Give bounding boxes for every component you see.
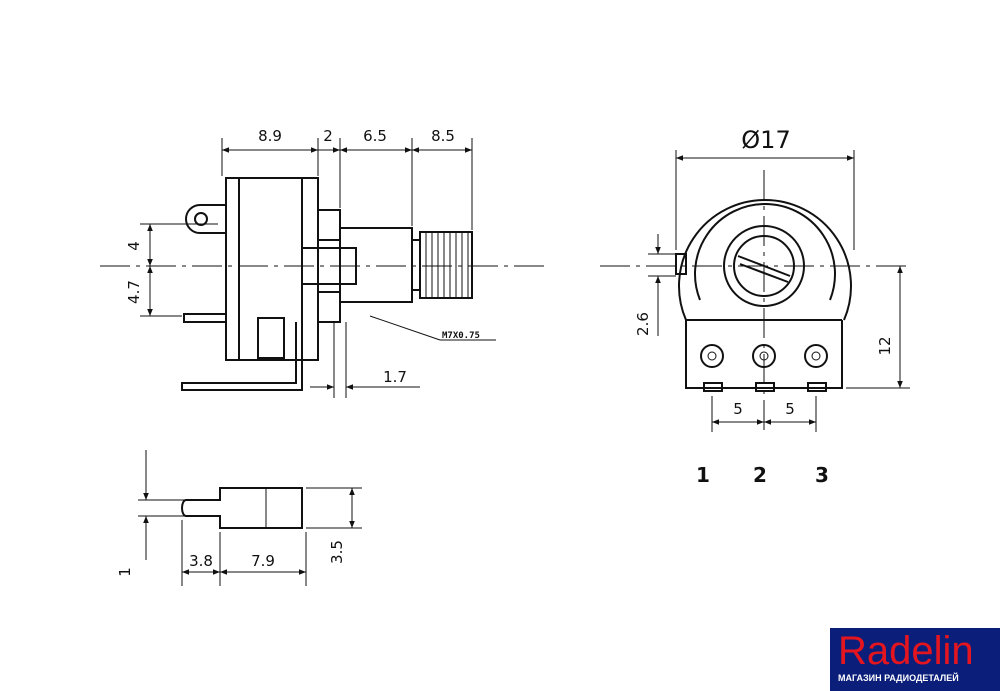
thread-label: M7X0.75	[442, 331, 480, 341]
logo-tagline: МАГАЗИН РАДИОДЕТАЛЕЙ	[838, 673, 959, 683]
dim-3-8: 3.8	[189, 552, 213, 570]
side-view: 8.9 2 6.5 8.5 4 4.7 M7X0.75 1.7	[100, 127, 550, 398]
pin-label-3: 3	[815, 463, 829, 487]
dim-12: 12	[876, 336, 894, 355]
dim-5-left: 5	[733, 400, 743, 418]
dim-6-5: 6.5	[363, 127, 387, 145]
dim-3-5: 3.5	[328, 540, 346, 564]
dim-2-6: 2.6	[634, 312, 652, 336]
dim-1-7: 1.7	[383, 368, 407, 386]
dim-1: 1	[116, 567, 134, 577]
radelin-logo: Radelin МАГАЗИН РАДИОДЕТАЛЕЙ	[830, 628, 1000, 691]
terminal-view: 1 3.8 7.9 3.5	[116, 450, 362, 586]
pin-label-1: 1	[696, 463, 710, 487]
dim-5-right: 5	[785, 400, 795, 418]
dim-8-5: 8.5	[431, 127, 455, 145]
dim-2: 2	[323, 127, 333, 145]
pin-label-2: 2	[753, 463, 767, 487]
dim-7-9: 7.9	[251, 552, 275, 570]
front-view: Ø17 2.6 12 5 5 1 2 3	[600, 126, 910, 487]
logo-wordmark: Radelin	[838, 629, 974, 673]
dim-diameter-17: Ø17	[741, 126, 790, 154]
dim-4: 4	[125, 241, 143, 251]
dim-8-9: 8.9	[258, 127, 282, 145]
dim-4-7: 4.7	[125, 280, 143, 304]
